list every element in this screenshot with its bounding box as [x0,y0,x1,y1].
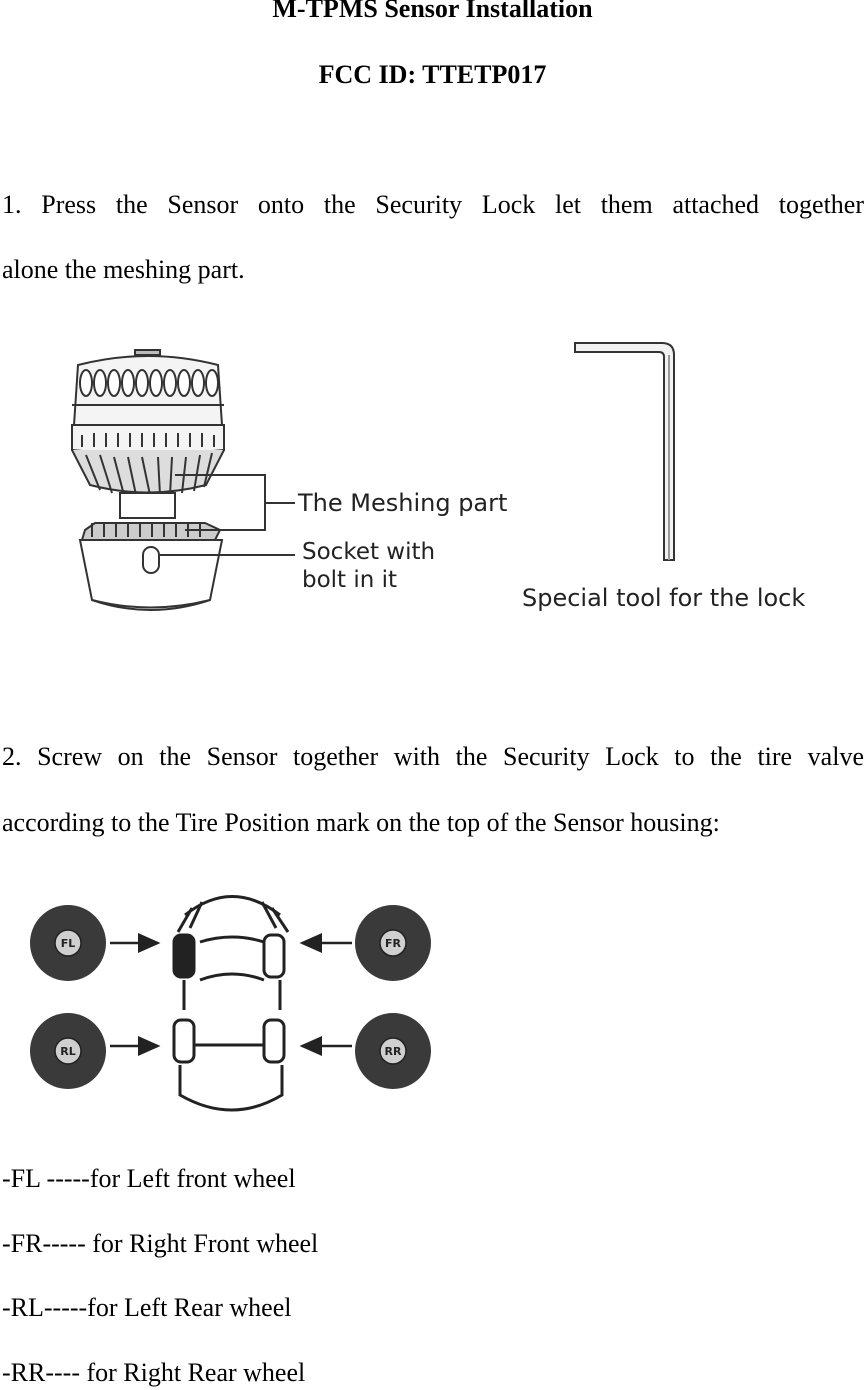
car-outline [176,895,290,1112]
tire-position-diagram: FL FR RL RR [30,895,431,1112]
callout-socket-line1: Socket with [302,539,435,565]
svg-text:FL: FL [61,937,76,950]
legend-item-rr: -RR---- for Right Rear wheel [2,1358,306,1387]
sensor-cap-fr: FR [355,905,431,981]
step1-text-line1: 1. Press the Sensor onto the Security Lo… [2,190,864,219]
callout-socket-line2: bolt in it [302,567,397,593]
hex-key-tool-illustration [574,342,675,561]
document-title: M-TPMS Sensor Installation [272,0,593,23]
legend-item-fr: -FR----- for Right Front wheel [2,1229,319,1258]
legend-item-fl: -FL -----for Left front wheel [2,1164,296,1193]
car-wheel-rl [172,1018,196,1064]
svg-text:FR: FR [385,937,402,950]
callout-meshing-part: The Meshing part [297,489,507,517]
callout-special-tool: Special tool for the lock [522,584,805,612]
sensor-lock-figure: The Meshing part Socket with bolt in it … [71,342,805,612]
security-lock-illustration [78,522,224,611]
legend-item-rl: -RL-----for Left Rear wheel [2,1293,292,1322]
sensor-cap-fl: FL [30,905,106,981]
step1-text-line2: alone the meshing part. [2,255,245,284]
svg-text:RL: RL [60,1045,75,1058]
sensor-cap-rl: RL [30,1013,106,1089]
sensor-illustration [71,349,225,519]
step2-text-line2: according to the Tire Position mark on t… [2,808,720,837]
fcc-id: FCC ID: TTETP017 [318,60,547,89]
car-wheel-fl [172,933,196,979]
step2-text-line1: 2. Screw on the Sensor together with the… [2,742,864,771]
car-wheel-rr [262,1018,286,1064]
sensor-cap-rr: RR [355,1013,431,1089]
car-wheel-fr [262,933,286,979]
svg-text:RR: RR [385,1045,402,1058]
